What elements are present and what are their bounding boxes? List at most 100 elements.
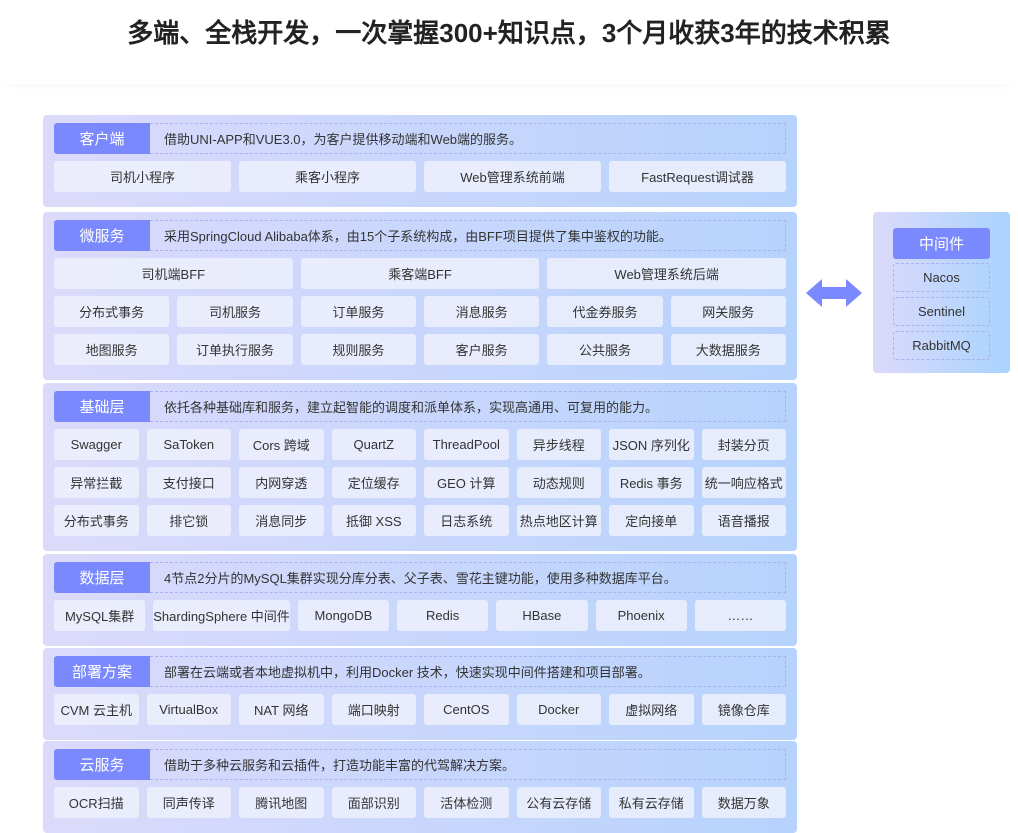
tech-chip: 公有云存储 [516, 787, 601, 818]
middleware-item: RabbitMQ [893, 331, 990, 360]
tech-chip: NAT 网络 [239, 694, 324, 725]
tech-chip: 分布式事务 [54, 296, 170, 327]
tech-chip: 支付接口 [146, 467, 231, 498]
section-description: 部署在云端或者本地虚拟机中，利用Docker 技术，快速实现中间件搭建和项目部署… [150, 656, 786, 687]
tech-chip: 订单执行服务 [177, 334, 293, 365]
section-description: 采用SpringCloud Alibaba体系，由15个子系统构成，由BFF项目… [150, 220, 786, 251]
tech-chip: VirtualBox [146, 694, 231, 725]
tech-chip: 端口映射 [331, 694, 416, 725]
tech-chip: 抵御 XSS [331, 505, 416, 536]
section-1: 微服务采用SpringCloud Alibaba体系，由15个子系统构成，由BF… [43, 212, 797, 380]
tech-chip: GEO 计算 [424, 467, 509, 498]
section-5: 云服务借助于多种云服务和云插件，打造功能丰富的代驾解决方案。 OCR扫描同声传译腾… [43, 741, 797, 833]
section-header: 云服务借助于多种云服务和云插件，打造功能丰富的代驾解决方案。 [54, 749, 786, 780]
chip-row: OCR扫描同声传译腾讯地图面部识别活体检测公有云存储私有云存储数据万象 [54, 787, 786, 818]
tech-chip: MongoDB [297, 600, 390, 631]
tech-chip: Swagger [54, 429, 139, 460]
tech-chip: 司机端BFF [54, 258, 293, 289]
middleware-item: Nacos [893, 263, 990, 292]
tech-chip: Docker [516, 694, 601, 725]
tech-chip: FastRequest调试器 [609, 161, 786, 192]
tech-chip: 语音播报 [701, 505, 786, 536]
tech-chip: CentOS [424, 694, 509, 725]
tech-chip: 内网穿透 [239, 467, 324, 498]
bidirectional-arrow-icon [806, 279, 862, 307]
tech-chip: …… [694, 600, 786, 631]
tech-chip: 数据万象 [701, 787, 786, 818]
tech-chip: 私有云存储 [609, 787, 694, 818]
tech-chip: ThreadPool [424, 429, 509, 460]
tech-chip: 分布式事务 [54, 505, 139, 536]
tech-chip: Web管理系统后端 [547, 258, 787, 289]
tech-chip: Phoenix [595, 600, 687, 631]
chip-row: 地图服务订单执行服务规则服务客户服务公共服务大数据服务 [54, 334, 786, 365]
tech-chip: 镜像仓库 [701, 694, 786, 725]
tech-chip: 大数据服务 [670, 334, 786, 365]
tech-chip: 订单服务 [300, 296, 416, 327]
middleware-panel: 中间件 Nacos Sentinel RabbitMQ [873, 212, 1010, 373]
tech-chip: 网关服务 [670, 296, 786, 327]
tech-chip: 虚拟网络 [609, 694, 694, 725]
tech-chip: 统一响应格式 [701, 467, 786, 498]
tech-chip: 异步线程 [516, 429, 601, 460]
tech-chip: Redis 事务 [609, 467, 694, 498]
section-label: 客户端 [54, 123, 150, 154]
section-label: 云服务 [54, 749, 150, 780]
chip-row: 异常拦截支付接口内网穿透定位缓存 GEO 计算动态规则 Redis 事务统一响应格式 [54, 467, 786, 498]
tech-chip: 代金券服务 [547, 296, 663, 327]
section-header: 基础层依托各种基础库和服务，建立起智能的调度和派单体系，实现高通用、可复用的能力… [54, 391, 786, 422]
tech-chip: OCR扫描 [54, 787, 139, 818]
section-description: 4节点2分片的MySQL集群实现分库分表、父子表、雪花主键功能，使用多种数据库平… [150, 562, 786, 593]
section-header: 微服务采用SpringCloud Alibaba体系，由15个子系统构成，由BF… [54, 220, 786, 251]
section-description: 借助于多种云服务和云插件，打造功能丰富的代驾解决方案。 [150, 749, 786, 780]
tech-chip: 面部识别 [331, 787, 416, 818]
section-0: 客户端借助UNI-APP和VUE3.0，为客户提供移动端和Web端的服务。司机小… [43, 115, 797, 207]
tech-chip: 司机服务 [177, 296, 293, 327]
middleware-label: 中间件 [893, 228, 990, 259]
tech-chip: 活体检测 [424, 787, 509, 818]
tech-chip: JSON 序列化 [609, 429, 694, 460]
chip-row: 分布式事务司机服务订单服务消息服务代金券服务网关服务 [54, 296, 786, 327]
tech-chip: 定向接单 [609, 505, 694, 536]
tech-chip: QuartZ [331, 429, 416, 460]
tech-chip: 地图服务 [54, 334, 170, 365]
section-description: 依托各种基础库和服务，建立起智能的调度和派单体系，实现高通用、可复用的能力。 [150, 391, 786, 422]
tech-chip: ShardingSphere 中间件 [153, 600, 290, 631]
section-4: 部署方案部署在云端或者本地虚拟机中，利用Docker 技术，快速实现中间件搭建和… [43, 648, 797, 740]
tech-chip: 封装分页 [701, 429, 786, 460]
section-label: 数据层 [54, 562, 150, 593]
tech-chip: 司机小程序 [54, 161, 231, 192]
tech-chip: 排它锁 [146, 505, 231, 536]
section-label: 部署方案 [54, 656, 150, 687]
tech-chip: 动态规则 [516, 467, 601, 498]
tech-chip: 乘客小程序 [239, 161, 416, 192]
tech-chip: 消息同步 [239, 505, 324, 536]
middleware-item: Sentinel [893, 297, 990, 326]
tech-chip: 规则服务 [300, 334, 416, 365]
section-description: 借助UNI-APP和VUE3.0，为客户提供移动端和Web端的服务。 [150, 123, 786, 154]
page-title: 多端、全栈开发，一次掌握300+知识点，3个月收获3年的技术积累 [0, 0, 1018, 84]
tech-chip: HBase [496, 600, 588, 631]
tech-chip: 定位缓存 [331, 467, 416, 498]
tech-chip: 消息服务 [423, 296, 540, 327]
section-header: 客户端借助UNI-APP和VUE3.0，为客户提供移动端和Web端的服务。 [54, 123, 786, 154]
section-label: 基础层 [54, 391, 150, 422]
tech-chip: 腾讯地图 [239, 787, 324, 818]
tech-chip: 乘客端BFF [300, 258, 540, 289]
tech-chip: Redis [397, 600, 489, 631]
section-header: 部署方案部署在云端或者本地虚拟机中，利用Docker 技术，快速实现中间件搭建和… [54, 656, 786, 687]
tech-chip: Web管理系统前端 [424, 161, 601, 192]
tech-chip: SaToken [146, 429, 231, 460]
tech-chip: CVM 云主机 [54, 694, 139, 725]
tech-chip: 异常拦截 [54, 467, 139, 498]
tech-chip: MySQL集群 [54, 600, 146, 631]
tech-chip: 热点地区计算 [516, 505, 601, 536]
section-2: 基础层依托各种基础库和服务，建立起智能的调度和派单体系，实现高通用、可复用的能力… [43, 383, 797, 551]
